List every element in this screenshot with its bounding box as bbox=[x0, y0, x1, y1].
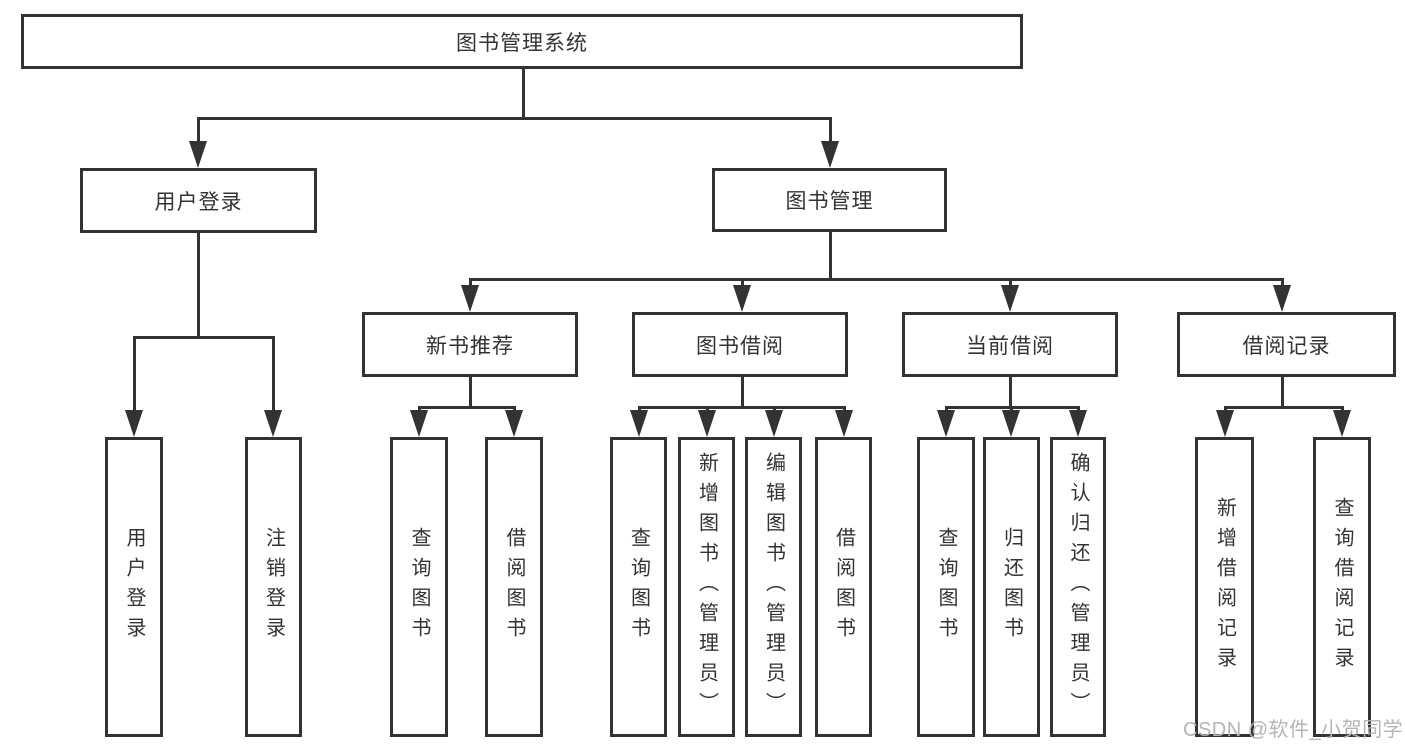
leaf-logout: 注销登录 bbox=[245, 437, 302, 737]
node-book-borrowing: 图书借阅 bbox=[632, 312, 848, 377]
node-new-book-recommendation: 新书推荐 bbox=[362, 312, 578, 377]
connector-line bbox=[197, 233, 200, 339]
leaf-label: 查询图书 bbox=[935, 527, 957, 647]
connector-line bbox=[1281, 278, 1284, 290]
arrow-down-icon bbox=[189, 141, 207, 168]
leaf-label: 新增借阅记录 bbox=[1213, 497, 1236, 677]
leaf-label: 新增图书（管理员） bbox=[695, 452, 718, 722]
leaf-edit-books-admin: 编辑图书（管理员） bbox=[745, 437, 802, 737]
arrow-down-icon bbox=[733, 285, 751, 312]
node-label: 图书借阅 bbox=[696, 334, 784, 358]
leaf-query-borrow-record: 查询借阅记录 bbox=[1313, 437, 1371, 737]
connector-line bbox=[469, 377, 472, 409]
arrow-down-icon bbox=[410, 410, 428, 437]
arrow-down-icon bbox=[125, 410, 143, 437]
node-label: 当前借阅 bbox=[966, 334, 1054, 358]
leaf-label: 确认归还（管理员） bbox=[1067, 452, 1089, 722]
leaf-label: 查询借阅记录 bbox=[1331, 497, 1353, 677]
connector-line bbox=[469, 278, 472, 290]
node-current-borrowing: 当前借阅 bbox=[902, 312, 1118, 377]
leaf-user-login: 用户登录 bbox=[105, 437, 163, 737]
leaf-label: 查询图书 bbox=[627, 527, 650, 647]
arrow-down-icon bbox=[1069, 410, 1087, 437]
leaf-label: 归还图书 bbox=[1000, 527, 1023, 647]
arrow-down-icon bbox=[698, 410, 716, 437]
leaf-label: 编辑图书（管理员） bbox=[762, 452, 785, 722]
node-book-management: 图书管理 bbox=[712, 168, 947, 232]
leaf-borrow-books-2: 借阅图书 bbox=[815, 437, 872, 737]
connector-line bbox=[638, 406, 846, 409]
connector-line bbox=[522, 69, 525, 119]
node-label: 图书管理系统 bbox=[456, 31, 588, 55]
csdn-watermark: CSDN @软件_小贺同学 bbox=[1183, 719, 1404, 741]
arrow-down-icon bbox=[1216, 410, 1234, 437]
arrow-down-icon bbox=[821, 141, 839, 168]
arrow-down-icon bbox=[1001, 285, 1019, 312]
arrow-down-icon bbox=[937, 410, 955, 437]
leaf-return-books: 归还图书 bbox=[983, 437, 1040, 737]
leaf-label: 注销登录 bbox=[262, 527, 285, 647]
leaf-label: 借阅图书 bbox=[503, 527, 525, 647]
node-user-login: 用户登录 bbox=[80, 168, 317, 233]
arrow-down-icon bbox=[264, 410, 282, 437]
leaf-label: 查询图书 bbox=[408, 527, 430, 647]
connector-line bbox=[197, 117, 831, 120]
node-borrowing-records: 借阅记录 bbox=[1177, 312, 1396, 377]
leaf-borrow-books-1: 借阅图书 bbox=[485, 437, 543, 737]
connector-line bbox=[133, 336, 136, 413]
connector-line bbox=[1224, 406, 1344, 409]
connector-line bbox=[418, 406, 516, 409]
leaf-confirm-return-admin: 确认归还（管理员） bbox=[1050, 437, 1106, 737]
leaf-query-books-3: 查询图书 bbox=[917, 437, 975, 737]
arrow-down-icon bbox=[461, 285, 479, 312]
connector-line bbox=[1281, 377, 1284, 409]
node-label: 借阅记录 bbox=[1242, 334, 1331, 358]
connector-line bbox=[829, 232, 832, 281]
node-library-management-system: 图书管理系统 bbox=[21, 14, 1023, 69]
arrow-down-icon bbox=[1002, 410, 1020, 437]
leaf-label: 用户登录 bbox=[123, 527, 145, 647]
node-label: 图书管理 bbox=[785, 190, 874, 213]
leaf-add-books-admin: 新增图书（管理员） bbox=[678, 437, 735, 737]
connector-line bbox=[741, 377, 744, 409]
arrow-down-icon bbox=[1273, 285, 1291, 312]
leaf-add-borrow-record: 新增借阅记录 bbox=[1195, 437, 1254, 737]
connector-line bbox=[1009, 377, 1012, 409]
node-label: 新书推荐 bbox=[426, 334, 514, 358]
leaf-query-books-2: 查询图书 bbox=[610, 437, 667, 737]
arrow-down-icon bbox=[630, 410, 648, 437]
leaf-query-books-1: 查询图书 bbox=[390, 437, 448, 737]
leaf-label: 借阅图书 bbox=[832, 527, 855, 647]
connector-line bbox=[133, 336, 275, 339]
connector-line bbox=[272, 336, 275, 413]
connector-line bbox=[197, 117, 200, 144]
connector-line bbox=[469, 278, 1284, 281]
connector-line bbox=[1009, 278, 1012, 290]
arrow-down-icon bbox=[1333, 410, 1351, 437]
arrow-down-icon bbox=[505, 410, 523, 437]
arrow-down-icon bbox=[765, 410, 783, 437]
connector-line bbox=[829, 117, 832, 144]
connector-line bbox=[741, 278, 744, 290]
arrow-down-icon bbox=[835, 410, 853, 437]
node-label: 用户登录 bbox=[154, 190, 243, 214]
